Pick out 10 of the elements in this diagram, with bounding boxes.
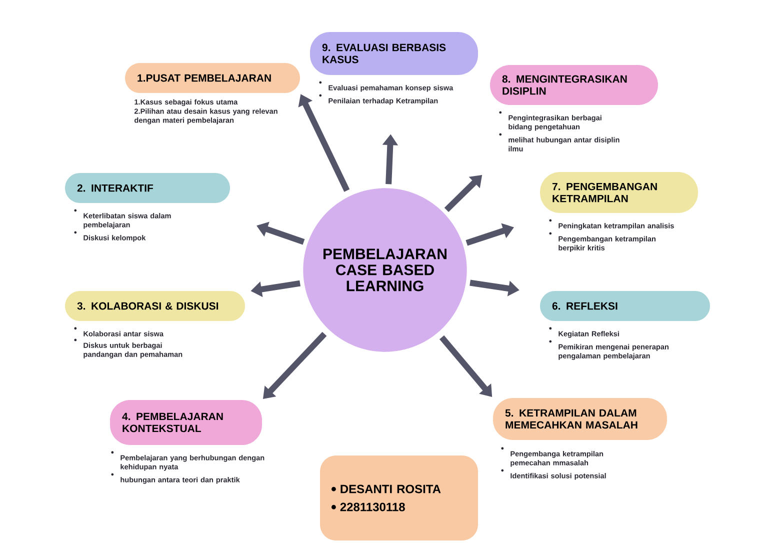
heading-pill: 7. PENGEMBANGAN KETRAMPILAN: [540, 172, 698, 213]
heading-pill: 9. EVALUASI BERBASIS KASUS: [310, 32, 478, 75]
heading-pill: 4. PEMBELAJARAN KONTEKSTUAL: [110, 400, 262, 445]
name-box: DESANTI ROSITA 2281130118: [320, 455, 478, 540]
heading-pill: 8. MENGINTEGRASIKAN DISIPLIN: [490, 65, 658, 105]
heading-pill: 3. KOLABORASI & DISKUSI: [65, 291, 245, 321]
heading-pill: 5. KETRAMPILAN DALAM MEMECAHKAN MASALAH: [493, 398, 667, 440]
heading-pill: 2. INTERAKTIF: [65, 173, 230, 203]
heading-pill: 6. REFLEKSI: [540, 291, 710, 321]
heading-pill: 1.PUSAT PEMBELAJARAN: [125, 63, 300, 93]
